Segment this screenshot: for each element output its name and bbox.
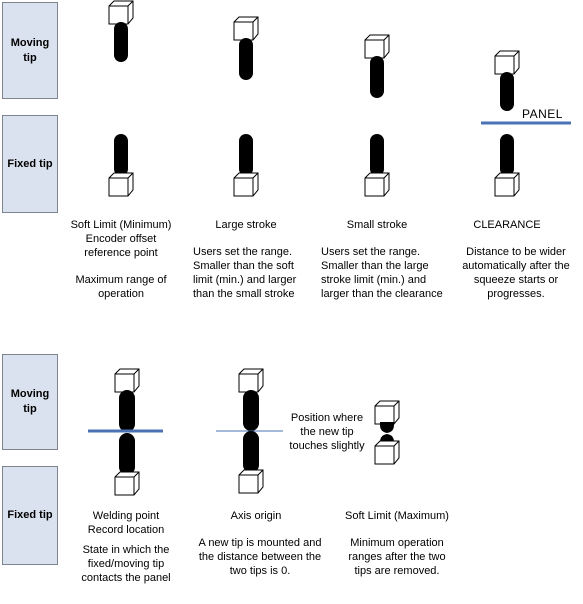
desc-soft-limit-max: Minimum operation ranges after the two t… <box>348 537 446 577</box>
title-clearance: CLEARANCE <box>473 219 541 231</box>
desc-welding-point: State in which the fixed/moving tip cont… <box>81 544 171 584</box>
desc-soft-limit-min: Maximum range of operation <box>75 274 167 300</box>
fixed-tip-small-stroke <box>364 134 390 197</box>
moving-tip-large-stroke <box>233 16 259 80</box>
fixed-tip-soft-limit-min <box>108 134 134 197</box>
title-soft-limit-min: Soft Limit (Minimum) Encoder offset refe… <box>70 219 172 259</box>
desc-large-stroke: Users set the range. Smaller than the so… <box>193 246 297 300</box>
desc-small-stroke: Users set the range. Smaller than the la… <box>321 246 443 300</box>
moving-tip-axis-origin <box>238 368 264 431</box>
title-small-stroke: Small stroke <box>346 219 408 231</box>
panel-label: PANEL <box>522 107 563 121</box>
tips-removed-soft-limit-max <box>374 400 400 465</box>
moving-tip-clearance <box>494 50 520 111</box>
moving-tip-welding-point <box>114 368 140 432</box>
title-welding-point: Welding point Record location <box>87 510 165 536</box>
fixed-tip-axis-origin <box>238 431 264 494</box>
fixed-tip-large-stroke <box>233 134 259 197</box>
title-soft-limit-max: Soft Limit (Maximum) <box>345 510 449 522</box>
fixed-tip-clearance <box>494 134 520 197</box>
desc-clearance: Distance to be wider automatically after… <box>462 246 570 300</box>
moving-tip-small-stroke <box>364 34 390 98</box>
title-axis-origin: Axis origin <box>230 510 282 522</box>
desc-axis-origin: A new tip is mounted and the distance be… <box>198 537 322 577</box>
fixed-tip-label-top: Fixed tip <box>2 115 58 213</box>
moving-tip-soft-limit-min <box>108 0 134 62</box>
moving-tip-label-top: Moving tip <box>2 2 58 99</box>
moving-tip-label-bottom: Moving tip <box>2 354 58 450</box>
touch-position-note: Position where the new tip touches sligh… <box>289 412 365 452</box>
fixed-tip-label-bottom: Fixed tip <box>2 466 58 565</box>
fixed-tip-welding-point <box>114 433 140 496</box>
title-large-stroke: Large stroke <box>215 219 277 231</box>
